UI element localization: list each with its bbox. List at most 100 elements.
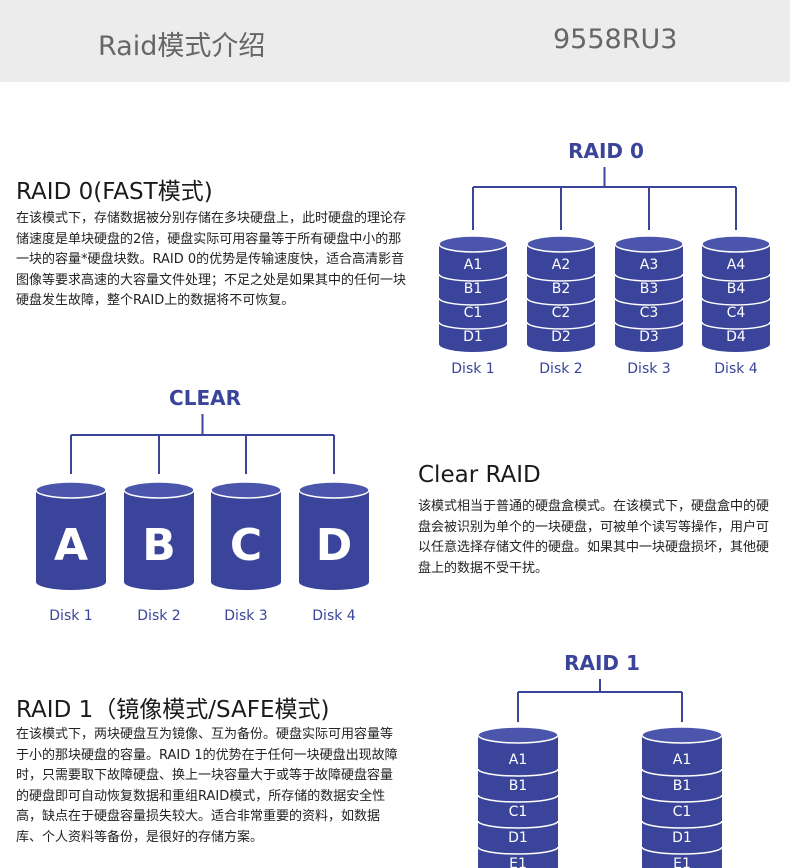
raid0-cell-label: C4 xyxy=(727,305,746,321)
clear-disk-label: Disk 4 xyxy=(312,608,356,624)
clear-disk-label: Disk 3 xyxy=(224,608,267,624)
raid0-cell-label: A1 xyxy=(464,257,482,273)
disk-divider xyxy=(526,273,596,282)
raid0-description: 在该模式下，存储数据被分别存储在多块硬盘上，此时硬盘的理论存储速度是单块硬盘的2… xyxy=(16,211,407,308)
clear-connector xyxy=(70,414,335,474)
disk-top xyxy=(526,235,596,253)
disk-divider xyxy=(701,321,771,330)
disk-divider xyxy=(477,820,559,829)
page-header: Raid模式介绍 9558RU3 xyxy=(0,0,790,82)
clear-disk: C xyxy=(210,481,282,590)
raid0-disk-label: Disk 4 xyxy=(714,361,758,377)
raid0-cell-label: D1 xyxy=(463,329,483,345)
raid0-cell-label: A3 xyxy=(640,257,658,273)
disk-divider xyxy=(438,273,508,282)
clear-diagram-title: CLEAR xyxy=(169,386,241,410)
disk-body xyxy=(36,490,106,590)
clear-disk-letter: C xyxy=(230,520,262,571)
disk-divider xyxy=(614,297,684,306)
disk-body xyxy=(702,244,770,352)
disk-divider xyxy=(526,321,596,330)
raid1-cell-label: D1 xyxy=(672,830,692,846)
disk-top xyxy=(298,481,370,499)
disk-top xyxy=(701,235,771,253)
clear-disk-letter: B xyxy=(142,520,176,571)
disk-divider xyxy=(438,321,508,330)
raid0-cell-label: D3 xyxy=(639,329,659,345)
disk-body xyxy=(527,244,595,352)
disk-divider xyxy=(641,846,723,855)
raid1-cell-label: A1 xyxy=(509,752,527,768)
raid0-cell-label: B4 xyxy=(727,281,746,297)
disk-top xyxy=(123,481,195,499)
raid0-cell-label: C2 xyxy=(552,305,571,321)
raid1-connector xyxy=(517,679,683,722)
disk-divider xyxy=(701,273,771,282)
disk-body xyxy=(439,244,507,352)
disk-divider xyxy=(614,321,684,330)
raid1-cell-label: A1 xyxy=(673,752,691,768)
raid0-cell-label: C1 xyxy=(464,305,483,321)
disk-divider xyxy=(614,273,684,282)
disk-top xyxy=(614,235,684,253)
disk-divider xyxy=(438,297,508,306)
raid0-cell-label: B1 xyxy=(464,281,483,297)
raid0-connector xyxy=(472,167,737,230)
raid1-cell-label: B1 xyxy=(509,778,528,794)
raid1-cell-label: B1 xyxy=(673,778,692,794)
raid1-cell-label: E1 xyxy=(509,856,527,868)
clear-description: 该模式相当于普通的硬盘盒模式。在该模式下，硬盘盒中的硬盘会被识别为单个的一块硬盘… xyxy=(418,499,770,576)
raid0-cell-label: B2 xyxy=(552,281,571,297)
clear-disk-letter: A xyxy=(54,520,88,571)
raid1-heading: RAID 1（镜像模式/SAFE模式) xyxy=(16,697,330,723)
raid0-diagram-title: RAID 0 xyxy=(568,139,644,163)
disk-top xyxy=(35,481,107,499)
model-number: 9558RU3 xyxy=(553,24,678,55)
disk-divider xyxy=(477,794,559,803)
disk-divider xyxy=(526,297,596,306)
clear-heading: Clear RAID xyxy=(418,462,541,488)
disk-divider xyxy=(701,297,771,306)
disk-body xyxy=(615,244,683,352)
raid0-cell-label: D2 xyxy=(551,329,571,345)
disk-divider xyxy=(477,768,559,777)
raid1-cell-label: E1 xyxy=(673,856,691,868)
clear-disk-letter: D xyxy=(316,520,353,571)
raid1-cell-label: D1 xyxy=(508,830,528,846)
raid0-cell-label: D4 xyxy=(726,329,746,345)
raid0-disk-label: Disk 2 xyxy=(539,361,582,377)
clear-disk: D xyxy=(298,481,370,590)
disk-body xyxy=(299,490,369,590)
disk-body xyxy=(211,490,281,590)
disk-divider xyxy=(477,846,559,855)
clear-disk-label: Disk 1 xyxy=(49,608,92,624)
raid0-disk-label: Disk 1 xyxy=(451,361,494,377)
disk-divider xyxy=(641,820,723,829)
disk-top xyxy=(438,235,508,253)
disk-body xyxy=(124,490,194,590)
disk-divider xyxy=(641,768,723,777)
raid1-description: 在该模式下，两块硬盘互为镜像、互为备份。硬盘实际可用容量等于小的那块硬盘的容量。… xyxy=(16,727,398,845)
raid0-cell-label: C3 xyxy=(640,305,659,321)
clear-disk-label: Disk 2 xyxy=(137,608,180,624)
raid0-heading: RAID 0(FAST模式) xyxy=(16,179,213,205)
page-title: Raid模式介绍 xyxy=(98,31,266,62)
disk-top xyxy=(477,726,559,744)
disk-top xyxy=(641,726,723,744)
raid0-cell-label: A4 xyxy=(727,257,746,273)
raid0-cell-label: B3 xyxy=(640,281,659,297)
raid1-cell-label: C1 xyxy=(673,804,692,820)
disk-divider xyxy=(641,794,723,803)
raid1-diagram-title: RAID 1 xyxy=(564,651,640,675)
disk-top xyxy=(210,481,282,499)
clear-disk: A xyxy=(35,481,107,590)
clear-disk: B xyxy=(123,481,195,590)
raid1-cell-label: C1 xyxy=(509,804,528,820)
